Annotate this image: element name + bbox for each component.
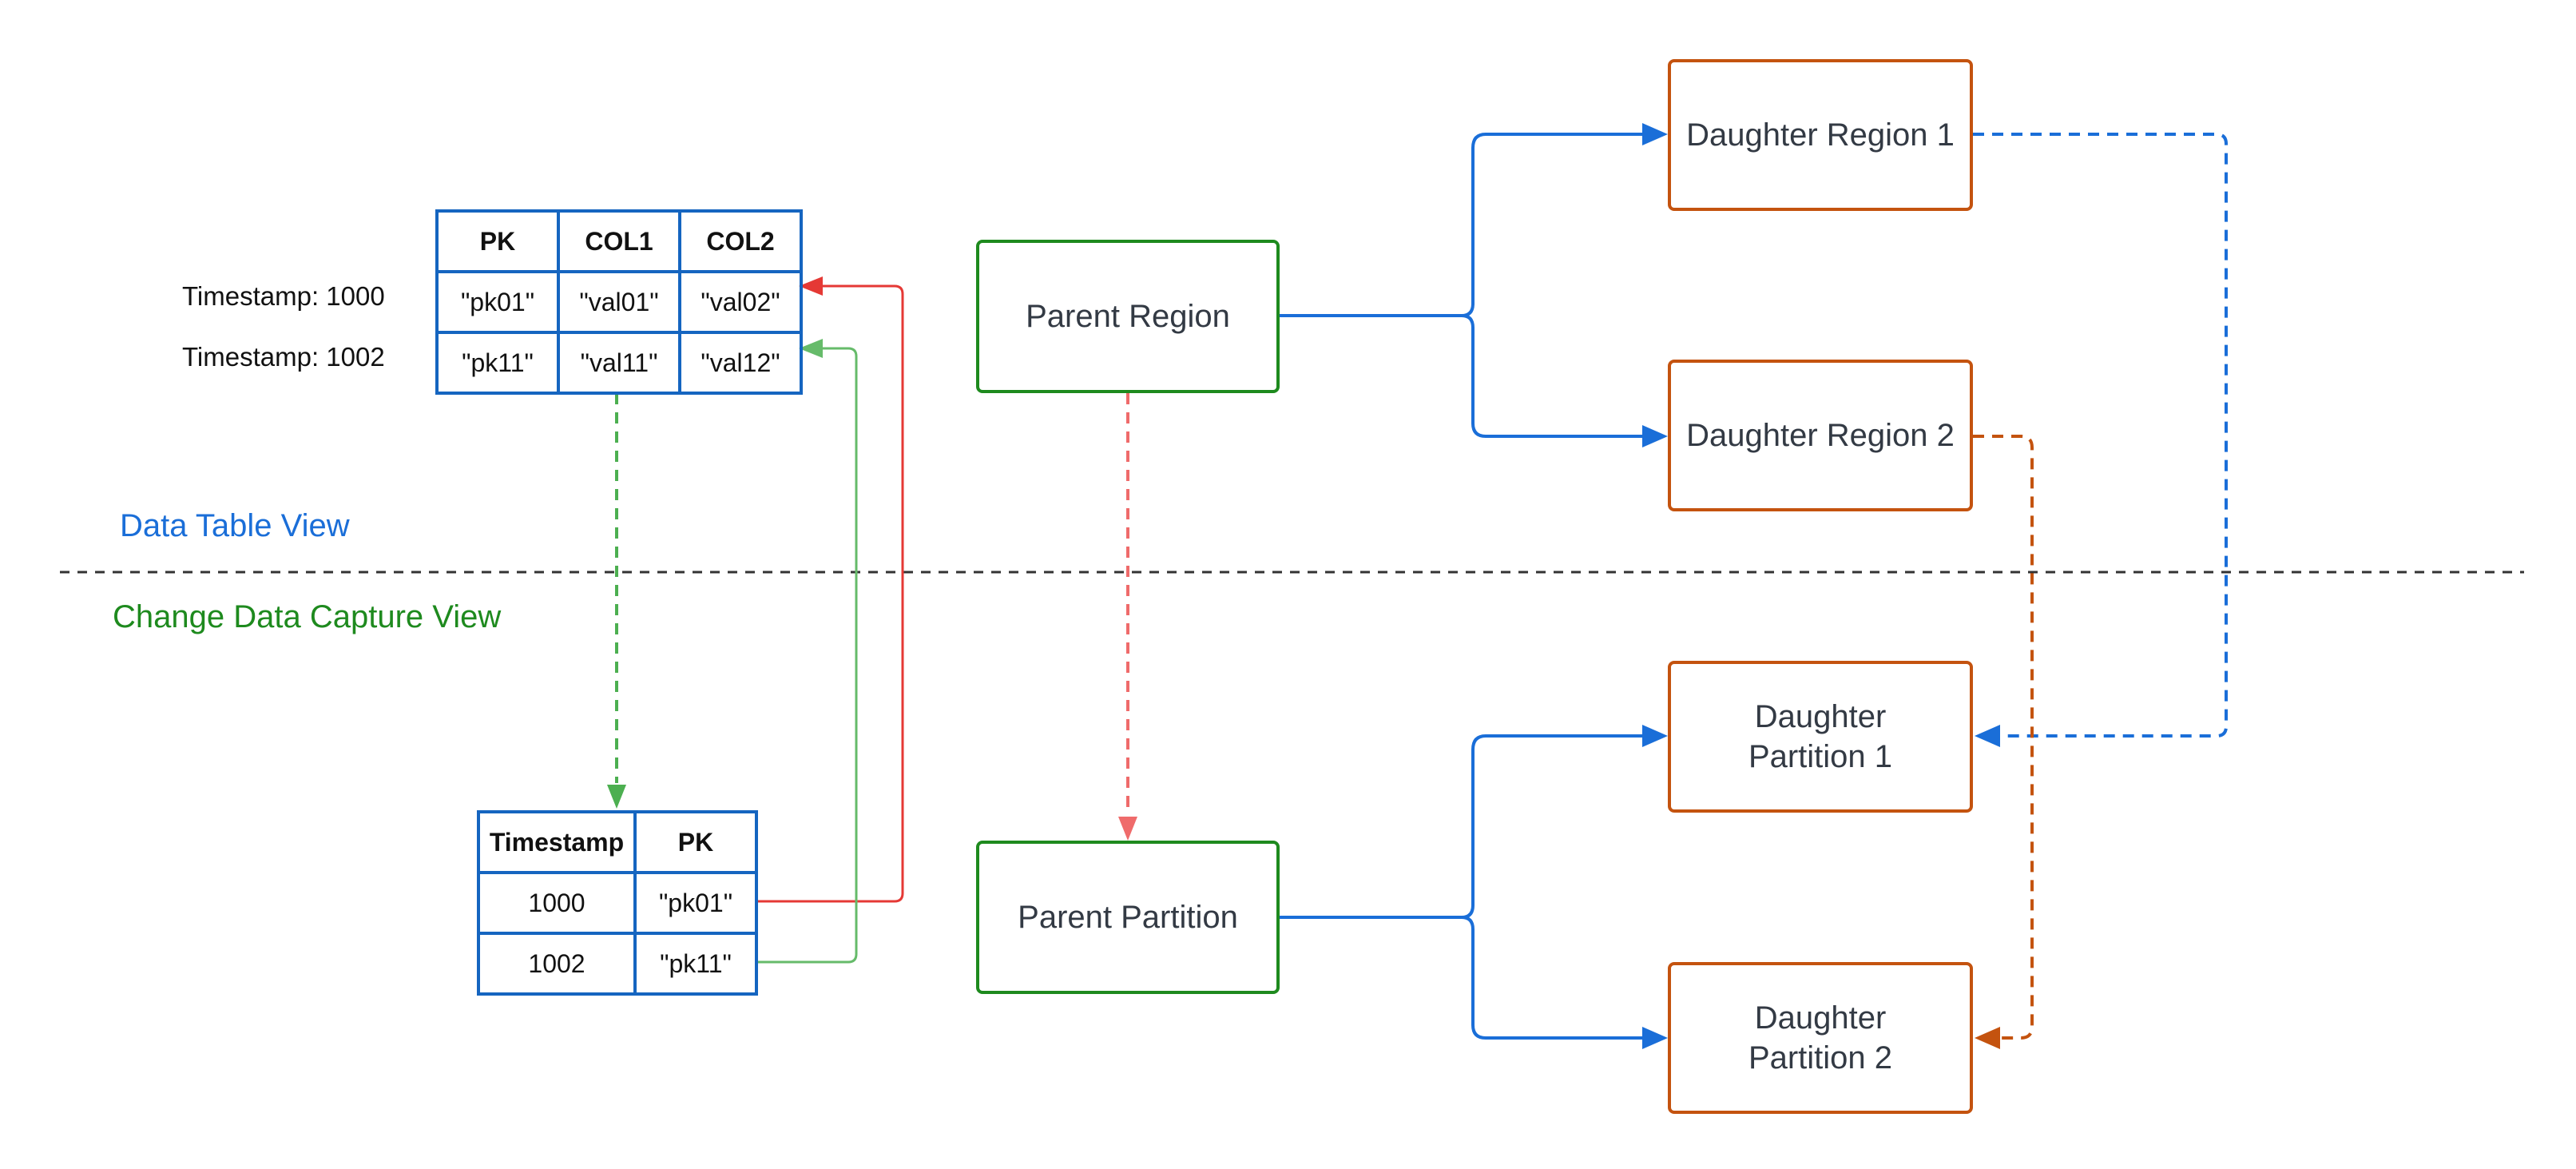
green-link-arrowhead: [799, 339, 823, 358]
daughter-partition-1-arrowhead: [1642, 725, 1668, 747]
cdc-table-cell: "pk01": [633, 871, 758, 935]
data-table-header-row: PK COL1 COL2: [435, 209, 803, 273]
region-split-lines: [1280, 133, 1645, 438]
table-row: 1000 "pk01": [477, 871, 758, 935]
cdc-table-header-pk: PK: [633, 810, 758, 874]
data-table-cell: "pk11": [435, 331, 560, 395]
data-table-cell: "pk01": [435, 270, 560, 334]
daughter-region-2-box: Daughter Region 2: [1668, 360, 1973, 511]
pink-dashed-arrowhead: [1118, 817, 1137, 841]
timestamp-label-row2: Timestamp: 1002: [182, 342, 385, 372]
daughter-partition-1-box: Daughter Partition 1: [1668, 661, 1973, 813]
data-table-cell: "val01": [557, 270, 681, 334]
orange-dashed-arrowhead: [1975, 1027, 2000, 1049]
data-table-header-col1: COL1: [557, 209, 681, 273]
data-table-header-col2: COL2: [678, 209, 803, 273]
partition-split-lines: [1280, 734, 1645, 1040]
table-row: 1002 "pk11": [477, 932, 758, 996]
daughter-region-1-arrowhead: [1642, 123, 1668, 145]
cdc-table-header-row: Timestamp PK: [477, 810, 758, 874]
data-table-view-label: Data Table View: [120, 508, 350, 543]
timestamp-label-row1: Timestamp: 1000: [182, 281, 385, 311]
red-link-arrowhead: [799, 276, 823, 296]
daughter-partition-2-arrowhead: [1642, 1027, 1668, 1049]
cdc-table-cell: 1002: [477, 932, 637, 996]
blue-dashed-arrowhead: [1975, 725, 2000, 747]
data-table-cell: "val02": [678, 270, 803, 334]
data-table: PK COL1 COL2 "pk01" "val01" "val02" "pk1…: [435, 209, 803, 395]
change-data-capture-view-label: Change Data Capture View: [113, 599, 502, 634]
orange-dashed-link: [1973, 435, 2034, 1040]
red-link-row1: [756, 284, 904, 903]
cdc-table-header-timestamp: Timestamp: [477, 810, 637, 874]
table-row: "pk01" "val01" "val02": [435, 270, 803, 334]
data-table-cell: "val11": [557, 331, 681, 395]
parent-partition-box: Parent Partition: [976, 841, 1280, 994]
daughter-partition-2-box: Daughter Partition 2: [1668, 962, 1973, 1114]
table-row: "pk11" "val11" "val12": [435, 331, 803, 395]
blue-dashed-link: [1973, 133, 2228, 738]
data-table-cell: "val12": [678, 331, 803, 395]
cdc-table-cell: "pk11": [633, 932, 758, 996]
data-table-header-pk: PK: [435, 209, 560, 273]
green-dashed-arrowhead: [607, 785, 626, 809]
daughter-region-2-arrowhead: [1642, 425, 1668, 447]
cdc-table: Timestamp PK 1000 "pk01" 1002 "pk11": [477, 810, 758, 996]
daughter-region-1-box: Daughter Region 1: [1668, 59, 1973, 211]
green-link-row2: [756, 347, 858, 964]
parent-region-box: Parent Region: [976, 240, 1280, 393]
cdc-table-cell: 1000: [477, 871, 637, 935]
